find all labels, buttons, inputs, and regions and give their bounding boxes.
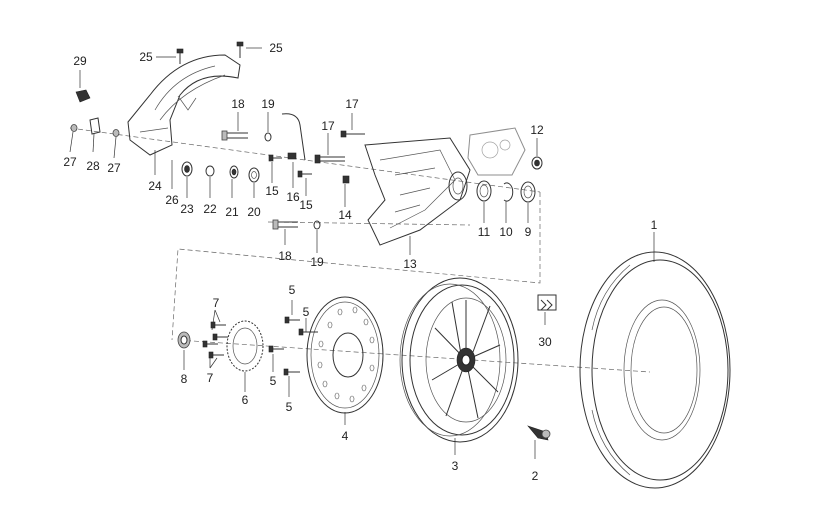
- callout-18-b: 18: [278, 249, 292, 263]
- callout-10: 10: [499, 225, 513, 239]
- callout-19-b: 19: [310, 255, 324, 269]
- callout-16: 16: [286, 190, 300, 204]
- valve: [527, 425, 551, 441]
- callout-25-a: 25: [139, 50, 153, 64]
- small-fasteners: [70, 41, 244, 137]
- callout-4: 4: [342, 429, 349, 443]
- callout-15-b: 15: [299, 198, 313, 212]
- callout-21: 21: [225, 205, 239, 219]
- callout-20: 20: [247, 205, 261, 219]
- part-30-symbol: [537, 294, 557, 311]
- wheel-rim: [399, 277, 519, 443]
- callout-11: 11: [478, 225, 491, 239]
- callout-26: 26: [165, 193, 179, 207]
- mudguard: [127, 54, 241, 156]
- callout-17-a: 17: [345, 97, 359, 111]
- axle-parts-right: [476, 156, 543, 203]
- callout-19-a: 19: [261, 97, 275, 111]
- brake-disc: [306, 296, 384, 414]
- callout-7-b: 7: [207, 371, 214, 385]
- callout-15-a: 15: [265, 184, 279, 198]
- brake-caliper: [467, 127, 526, 176]
- callout-3: 3: [452, 459, 459, 473]
- sensor-ring: [226, 320, 264, 372]
- swingarm: [364, 137, 471, 246]
- callout-12: 12: [530, 123, 544, 137]
- callout-7-a: 7: [213, 296, 220, 310]
- callout-27-a: 27: [63, 155, 77, 169]
- tyre: [579, 251, 731, 489]
- callout-18-a: 18: [231, 97, 245, 111]
- callout-28: 28: [86, 159, 100, 173]
- callout-29: 29: [73, 54, 87, 68]
- bolts-lower: [177, 316, 318, 376]
- callout-24: 24: [148, 179, 162, 193]
- callout-2: 2: [532, 469, 539, 483]
- callout-22: 22: [203, 202, 217, 216]
- spacers-left: [181, 161, 260, 183]
- callout-5-c: 5: [270, 374, 277, 388]
- callout-27-b: 27: [107, 161, 121, 175]
- assembly-guide-lines: [69, 127, 651, 373]
- callout-6: 6: [242, 393, 249, 407]
- callout-5-b: 5: [303, 305, 310, 319]
- leader-lines: [69, 47, 655, 459]
- callout-25-b: 25: [269, 41, 283, 55]
- callout-1: 1: [651, 218, 658, 232]
- callout-14: 14: [338, 208, 352, 222]
- callout-23: 23: [180, 202, 194, 216]
- callout-8: 8: [181, 372, 188, 386]
- callout-17-b: 17: [321, 119, 335, 133]
- callout-13: 13: [403, 257, 417, 271]
- callout-5-a: 5: [289, 283, 296, 297]
- callout-5-d: 5: [286, 400, 293, 414]
- callout-30: 30: [538, 335, 552, 349]
- callout-9: 9: [525, 225, 532, 239]
- swingarm-bolts: [221, 113, 365, 230]
- callout-labels: 1 2 3 4 5 5 5 5 6 7 7 8 9 10 11 12 13 14…: [63, 41, 657, 483]
